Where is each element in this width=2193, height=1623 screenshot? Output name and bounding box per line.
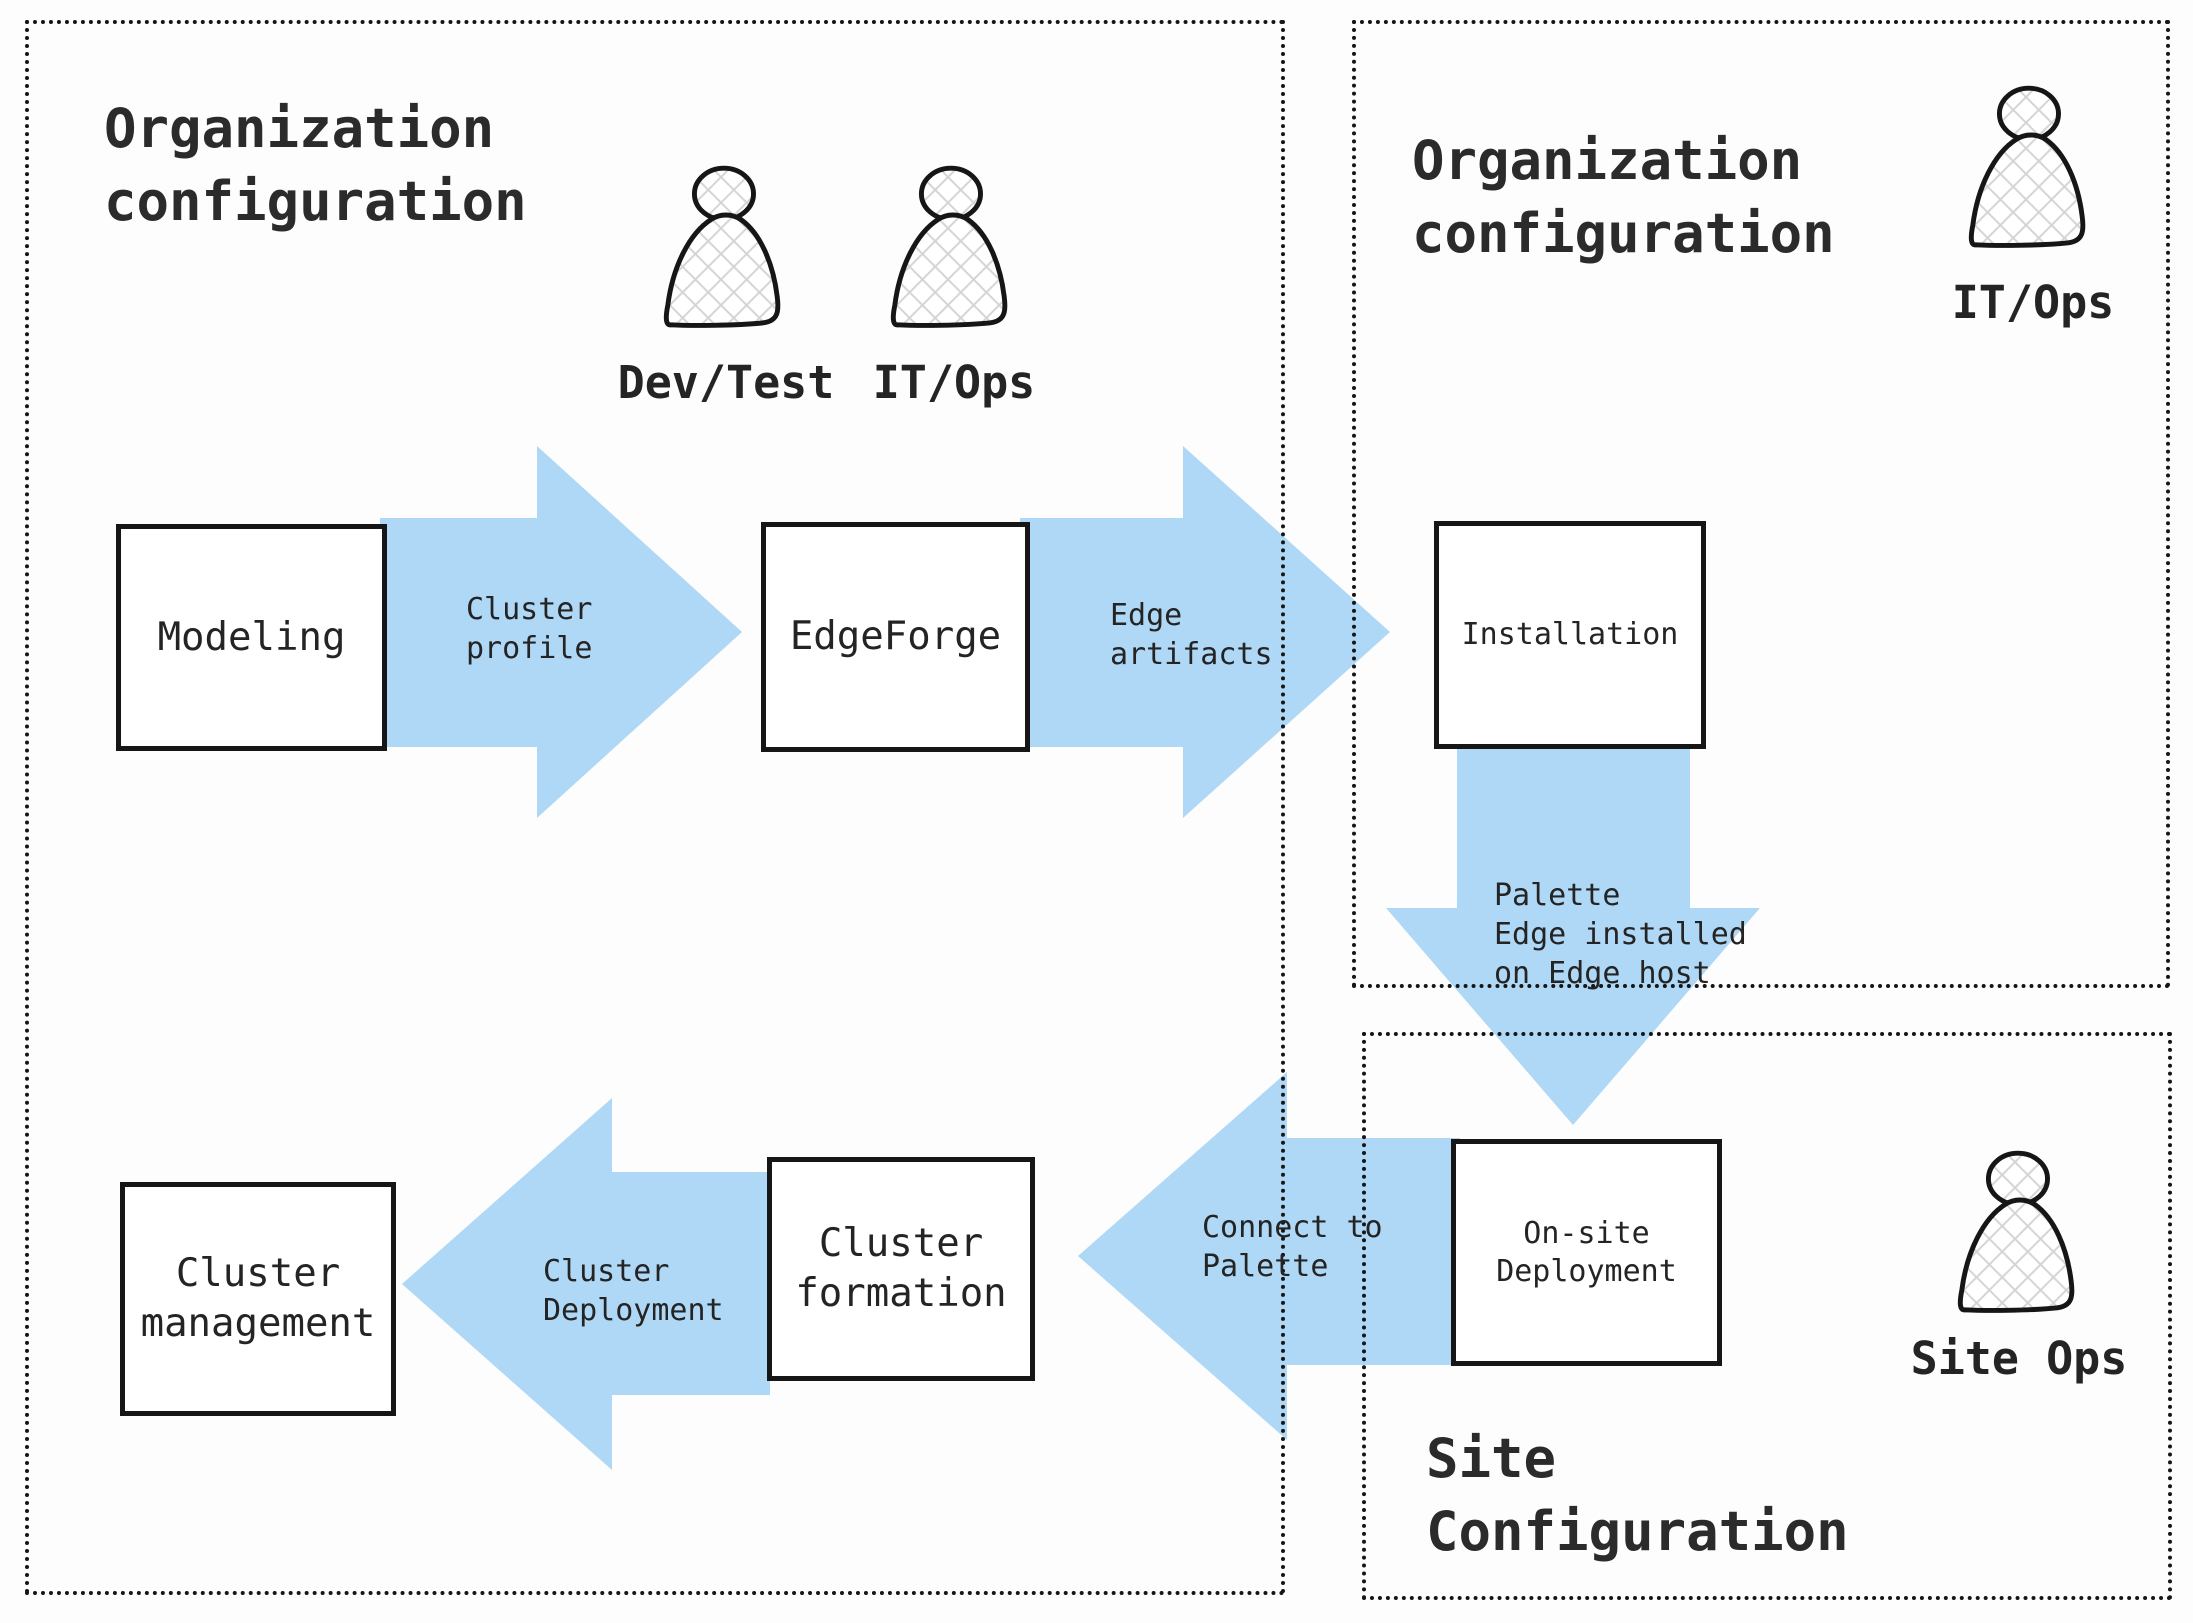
site-configuration-panel: Site Configuration Site Ops On-site Depl… bbox=[1362, 1032, 2172, 1600]
arrow-label-line: Cluster bbox=[466, 592, 593, 627]
arrow-label-line: Connect to bbox=[1202, 1210, 1383, 1245]
panel-title-line: configuration bbox=[104, 170, 527, 233]
org-left-panel-title: Organization configuration bbox=[104, 92, 527, 238]
arrow-palette-install-down bbox=[1386, 735, 1760, 1125]
box-label-line: management bbox=[140, 1301, 376, 1346]
it-ops-person-icon bbox=[1968, 85, 2086, 248]
box-label: Installation bbox=[1461, 617, 1679, 652]
panel-title-line: Configuration bbox=[1426, 1500, 1849, 1563]
box-label-line: On-site bbox=[1523, 1215, 1650, 1251]
arrow-edge-artifacts-right bbox=[1020, 446, 1390, 818]
it-ops-label: IT/Ops bbox=[872, 356, 1036, 409]
site-ops-label: Site Ops bbox=[1910, 1332, 2128, 1385]
edgeforge-box: EdgeForge bbox=[761, 522, 1030, 752]
box-label: Modeling bbox=[157, 614, 346, 660]
person-body bbox=[1957, 1197, 2075, 1313]
cluster-formation-box: Cluster formation bbox=[767, 1157, 1035, 1381]
edge-artifacts-arrow-label: Edge artifacts bbox=[1110, 596, 1273, 674]
connect-to-palette-arrow-label: Connect to Palette bbox=[1202, 1208, 1383, 1286]
person-body bbox=[1968, 132, 2086, 248]
on-site-deployment-box: On-site Deployment bbox=[1451, 1139, 1722, 1366]
arrow-label-line: Cluster bbox=[543, 1254, 670, 1289]
box-label-line: Cluster bbox=[175, 1251, 341, 1296]
arrow-label-line: profile bbox=[466, 631, 593, 666]
org-right-panel-title: Organization configuration bbox=[1412, 124, 1835, 270]
box-label: EdgeForge bbox=[789, 614, 1002, 659]
arrow-label-line: Edge installed bbox=[1494, 917, 1747, 952]
palette-edge-installed-arrow-label: Palette Edge installed on Edge host bbox=[1494, 876, 1747, 993]
arrow-label-line: on Edge host bbox=[1494, 956, 1711, 991]
it-ops-person-icon bbox=[890, 165, 1008, 328]
person-head bbox=[1996, 85, 2061, 142]
arrow-label-line: Deployment bbox=[543, 1293, 724, 1328]
person-head bbox=[691, 165, 756, 222]
person-body bbox=[890, 212, 1008, 328]
cluster-deployment-arrow-label: Cluster Deployment bbox=[543, 1252, 724, 1330]
site-panel-title: Site Configuration bbox=[1426, 1422, 1849, 1568]
arrow-label-line: Edge bbox=[1110, 598, 1183, 633]
arrow-label-line: artifacts bbox=[1110, 637, 1273, 672]
arrow-label-line: Palette bbox=[1494, 878, 1621, 913]
person-head bbox=[1985, 1150, 2050, 1207]
arrow-label-line: Palette bbox=[1202, 1249, 1329, 1284]
person-head bbox=[918, 165, 983, 222]
org-configuration-left-panel: Organization configuration Dev/Test IT/O… bbox=[25, 20, 1285, 1595]
box-label-line: formation bbox=[795, 1271, 1007, 1316]
panel-title-line: Organization bbox=[1412, 129, 1803, 192]
arrow-cluster-profile-right bbox=[380, 446, 742, 818]
site-ops-person-icon bbox=[1957, 1150, 2075, 1313]
box-label-line: Deployment bbox=[1496, 1253, 1677, 1289]
dev-test-person-icon bbox=[663, 165, 781, 328]
cluster-management-box: Cluster management bbox=[120, 1182, 396, 1416]
modeling-box: Modeling bbox=[116, 524, 387, 751]
panel-title-line: Site bbox=[1426, 1427, 1557, 1490]
cluster-profile-arrow-label: Cluster profile bbox=[466, 590, 592, 668]
arrow-cluster-deployment-left bbox=[402, 1098, 770, 1470]
person-body bbox=[663, 212, 781, 328]
box-label-line: Cluster bbox=[818, 1221, 984, 1266]
org-configuration-right-panel: Organization configuration IT/Ops Instal… bbox=[1352, 20, 2170, 991]
panel-title-line: Organization bbox=[104, 97, 495, 160]
panel-title-line: configuration bbox=[1412, 202, 1835, 265]
installation-box: Installation bbox=[1434, 521, 1706, 749]
it-ops-label: IT/Ops bbox=[1951, 276, 2115, 329]
dev-test-label: Dev/Test bbox=[617, 356, 835, 409]
